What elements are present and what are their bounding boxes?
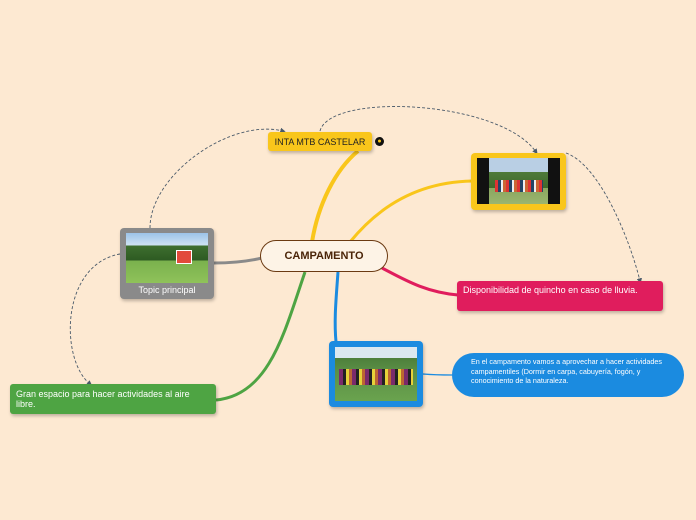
branch-topic bbox=[213, 256, 263, 265]
branch-photo-bottom bbox=[333, 271, 340, 343]
group-camp-photo bbox=[477, 158, 560, 204]
branch-quincho bbox=[381, 266, 459, 297]
branch-espacio bbox=[215, 271, 307, 402]
relation-topic-inta bbox=[149, 127, 286, 229]
park-entrance-photo bbox=[126, 233, 208, 283]
quincho-topic-label: Disponibilidad de quincho en caso de llu… bbox=[463, 285, 638, 295]
campers-on-grass-photo bbox=[335, 347, 417, 401]
branch-inta bbox=[310, 149, 360, 243]
relation-photo-quincho bbox=[565, 152, 642, 284]
branch-photo-top bbox=[348, 179, 473, 243]
actividades-topic-label: En el campamento vamos a aprovechar a ha… bbox=[471, 357, 662, 385]
espacio-topic-label: Gran espacio para hacer actividades al a… bbox=[16, 389, 190, 409]
relation-topic-espacio bbox=[69, 253, 121, 386]
espacio-topic[interactable]: Gran espacio para hacer actividades al a… bbox=[10, 384, 216, 414]
inta-topic[interactable]: INTA MTB CASTELAR bbox=[268, 132, 372, 151]
branch-actividades bbox=[422, 373, 453, 376]
central-topic[interactable]: CAMPAMENTO bbox=[260, 240, 388, 272]
inta-topic-label: INTA MTB CASTELAR bbox=[274, 136, 366, 147]
globe-link-icon[interactable]: ● bbox=[375, 137, 384, 146]
topic-principal[interactable]: Topic principal bbox=[120, 228, 214, 299]
photo-top-topic[interactable] bbox=[471, 153, 566, 210]
relation-inta-photo bbox=[319, 106, 538, 155]
actividades-topic[interactable]: En el campamento vamos a aprovechar a ha… bbox=[452, 353, 684, 397]
photo-bottom-topic[interactable] bbox=[329, 341, 423, 407]
quincho-topic[interactable]: Disponibilidad de quincho en caso de llu… bbox=[457, 281, 663, 311]
central-topic-label: CAMPAMENTO bbox=[284, 250, 364, 262]
topic-principal-label: Topic principal bbox=[138, 285, 196, 295]
